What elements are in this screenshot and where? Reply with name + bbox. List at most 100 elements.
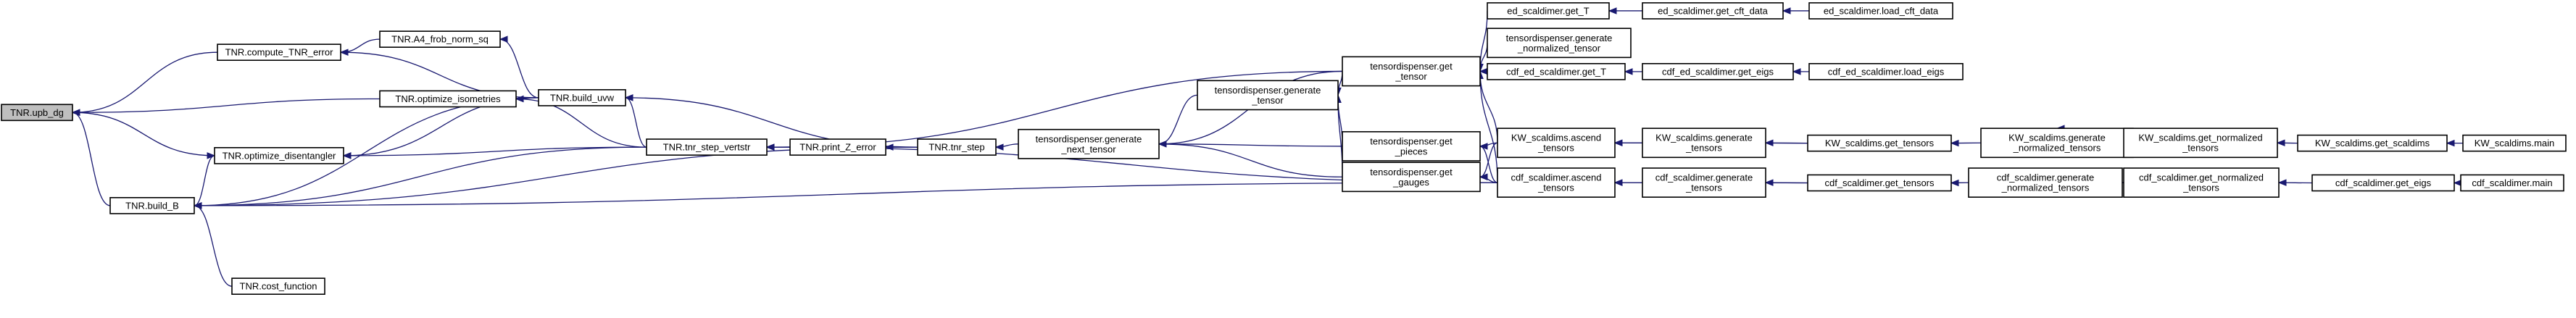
node-box: [2123, 127, 2278, 159]
node-tnr-optimize-isometries[interactable]: TNR.optimize_isometries: [379, 90, 517, 108]
node-tensordispenser-generate-tensor[interactable]: tensordispenser.generate_tensor: [1197, 80, 1339, 111]
node-tnr-tnr-step-vertstr[interactable]: TNR.tnr_step_vertstr: [646, 138, 768, 156]
edge-n24-to-n23: [1792, 68, 1809, 75]
node-tensordispenser-get-pieces[interactable]: tensordispenser.get_pieces: [1342, 131, 1481, 162]
edge-arrowhead: [1613, 179, 1623, 186]
node-label: _pieces: [1395, 146, 1428, 156]
node-box: [109, 197, 195, 214]
node-kw-scaldims-generate-tensors[interactable]: KW_scaldims.generate_tensors: [1642, 127, 1766, 159]
node-box: [1808, 2, 1953, 20]
node-box: [2462, 134, 2567, 152]
node-tnr-print-z-error[interactable]: TNR.print_Z_error: [789, 138, 886, 156]
edge-n20-to-n14: [1479, 143, 1498, 183]
node-kw-scaldims-main[interactable]: KW_scaldims.main: [2462, 134, 2567, 152]
node-box: [1487, 28, 1632, 59]
node-tnr-upb-dg[interactable]: TNR.upb_dg: [1, 104, 73, 122]
node-tnr-tnr-step[interactable]: TNR.tnr_step: [917, 138, 997, 156]
node-kw-scaldims-get-scaldims[interactable]: KW_scaldims.get_scaldims: [2297, 134, 2448, 152]
node-label: TNR.A4_frob_norm_sq: [391, 34, 489, 45]
node-tnr-compute-tnr-error[interactable]: TNR.compute_TNR_error: [217, 43, 341, 62]
node-cdf-scaldimer-generate-tensors[interactable]: cdf_scaldimer.generate_tensors: [1642, 167, 1766, 198]
node-tnr-a4-frob-norm-sq[interactable]: TNR.A4_frob_norm_sq: [379, 30, 501, 48]
node-box: [1642, 63, 1794, 80]
node-label: cdf_ed_scaldimer.get_T: [1506, 66, 1606, 77]
node-label: tensordispenser.get: [1370, 61, 1453, 72]
node-box: [1642, 167, 1766, 198]
node-label: cdf_scaldimer.get_normalized: [2139, 172, 2264, 183]
node-label: tensordispenser.get: [1370, 167, 1453, 177]
node-ed-scaldimer-load-cft-data[interactable]: ed_scaldimer.load_cft_data: [1808, 2, 1953, 20]
node-box: [1342, 162, 1481, 193]
node-label: TNR.optimize_disentangler: [223, 150, 336, 161]
node-label: tensordispenser.generate: [1215, 85, 1321, 96]
node-label: cdf_scaldimer.get_tensors: [1824, 177, 1935, 188]
node-label: TNR.print_Z_error: [799, 142, 876, 153]
node-tensordispenser-generate-normalized-tensor[interactable]: tensordispenser.generate_normalized_tens…: [1487, 28, 1632, 59]
edge-arrowhead: [515, 95, 524, 103]
edge-arrowhead: [1608, 7, 1617, 14]
node-tnr-build-uvw[interactable]: TNR.build_uvw: [538, 89, 626, 106]
node-box: [789, 138, 886, 156]
node-box: [1018, 128, 1160, 159]
node-box: [1487, 2, 1610, 20]
node-tnr-cost-function[interactable]: TNR.cost_function: [231, 277, 325, 296]
edge-arrowhead: [884, 143, 894, 151]
node-label: cdf_scaldimer.ascend: [1511, 172, 1601, 183]
node-label: TNR.tnr_step: [928, 142, 984, 153]
edge-arrowhead: [2277, 179, 2287, 186]
node-box: [2460, 174, 2564, 192]
node-kw-scaldims-generate-normalized-tensors[interactable]: KW_scaldims.generate_normalized_tensors: [1980, 127, 2134, 159]
edge-arrowhead: [499, 35, 508, 43]
edge-n5-to-n0: [71, 109, 111, 206]
node-ed-scaldimer-get-t[interactable]: ed_scaldimer.get_T: [1487, 2, 1610, 20]
node-tensordispenser-get-gauges[interactable]: tensordispenser.get_gauges: [1342, 162, 1481, 193]
node-label: _tensors: [1537, 143, 1574, 154]
node-cdf-ed-scaldimer-get-t[interactable]: cdf_ed_scaldimer.get_T: [1487, 63, 1626, 80]
node-label: _tensors: [1685, 143, 1722, 154]
edge-arrowhead: [342, 152, 352, 159]
edge-n7-to-n2: [499, 35, 539, 99]
edge-n4-to-n0: [71, 109, 215, 156]
edge-n15-to-n11: [1158, 141, 1343, 177]
node-tensordispenser-generate-next-tensor[interactable]: tensordispenser.generate_next_tensor: [1018, 128, 1160, 159]
call-graph-nodes: TNR.upb_dg TNR.compute_TNR_error TNR.A4_fr…: [1, 2, 2567, 296]
node-label: cdf_scaldimer.main: [2472, 177, 2552, 188]
edge-n11-to-n10: [994, 143, 1019, 151]
node-cdf-scaldimer-ascend-tensors[interactable]: cdf_scaldimer.ascend_tensors: [1497, 167, 1616, 198]
edge-arrowhead: [1479, 173, 1488, 181]
node-label: KW_scaldims.get_scaldims: [2315, 138, 2430, 148]
node-label: _tensor: [1251, 95, 1284, 106]
edge-n1-to-n0: [71, 51, 218, 117]
node-kw-scaldims-get-normalized-tensors[interactable]: KW_scaldims.get_normalized_tensors: [2123, 127, 2278, 159]
node-box: [1342, 131, 1481, 162]
node-label: cdf_scaldimer.get_eigs: [2335, 177, 2432, 188]
node-tnr-build-b[interactable]: TNR.build_B: [109, 197, 195, 214]
node-ed-scaldimer-get-cft-data[interactable]: ed_scaldimer.get_cft_data: [1642, 2, 1784, 20]
edge-n10-to-n9: [884, 143, 918, 151]
node-kw-scaldims-get-tensors[interactable]: KW_scaldims.get_tensors: [1807, 134, 1952, 152]
node-cdf-ed-scaldimer-load-eigs[interactable]: cdf_ed_scaldimer.load_eigs: [1808, 63, 1964, 80]
node-box: [2297, 134, 2448, 152]
node-label: KW_scaldims.ascend: [1511, 133, 1601, 143]
node-cdf-ed-scaldimer-get-eigs[interactable]: cdf_ed_scaldimer.get_eigs: [1642, 63, 1794, 80]
node-label: _tensors: [1685, 183, 1722, 193]
node-kw-scaldims-ascend-tensors[interactable]: KW_scaldims.ascend_tensors: [1497, 127, 1616, 159]
node-cdf-scaldimer-main[interactable]: cdf_scaldimer.main: [2460, 174, 2564, 192]
node-cdf-scaldimer-generate-normalized-tensors[interactable]: cdf_scaldimer.generate_normalized_tensor…: [1968, 167, 2123, 198]
edge-n12-to-n11: [1158, 94, 1198, 148]
node-box: [1807, 134, 1952, 152]
node-box: [646, 138, 768, 156]
node-cdf-scaldimer-get-normalized-tensors[interactable]: cdf_scaldimer.get_normalized_tensors: [2123, 167, 2280, 198]
node-box: [231, 277, 325, 296]
node-label: cdf_scaldimer.generate: [1997, 172, 2094, 183]
node-cdf-scaldimer-get-tensors[interactable]: cdf_scaldimer.get_tensors: [1807, 174, 1952, 192]
node-label: cdf_ed_scaldimer.load_eigs: [1828, 66, 1945, 77]
node-box: [1197, 80, 1339, 111]
edge-n20-to-n15: [1479, 173, 1498, 183]
node-tensordispenser-get-tensor[interactable]: tensordispenser.get_tensor: [1342, 56, 1481, 87]
node-tnr-optimize-disentangler[interactable]: TNR.optimize_disentangler: [214, 147, 344, 164]
node-cdf-scaldimer-get-eigs[interactable]: cdf_scaldimer.get_eigs: [2311, 174, 2455, 192]
node-box: [1487, 63, 1626, 80]
node-label: _normalized_tensors: [2013, 143, 2101, 154]
edge-arrowhead: [207, 152, 216, 159]
